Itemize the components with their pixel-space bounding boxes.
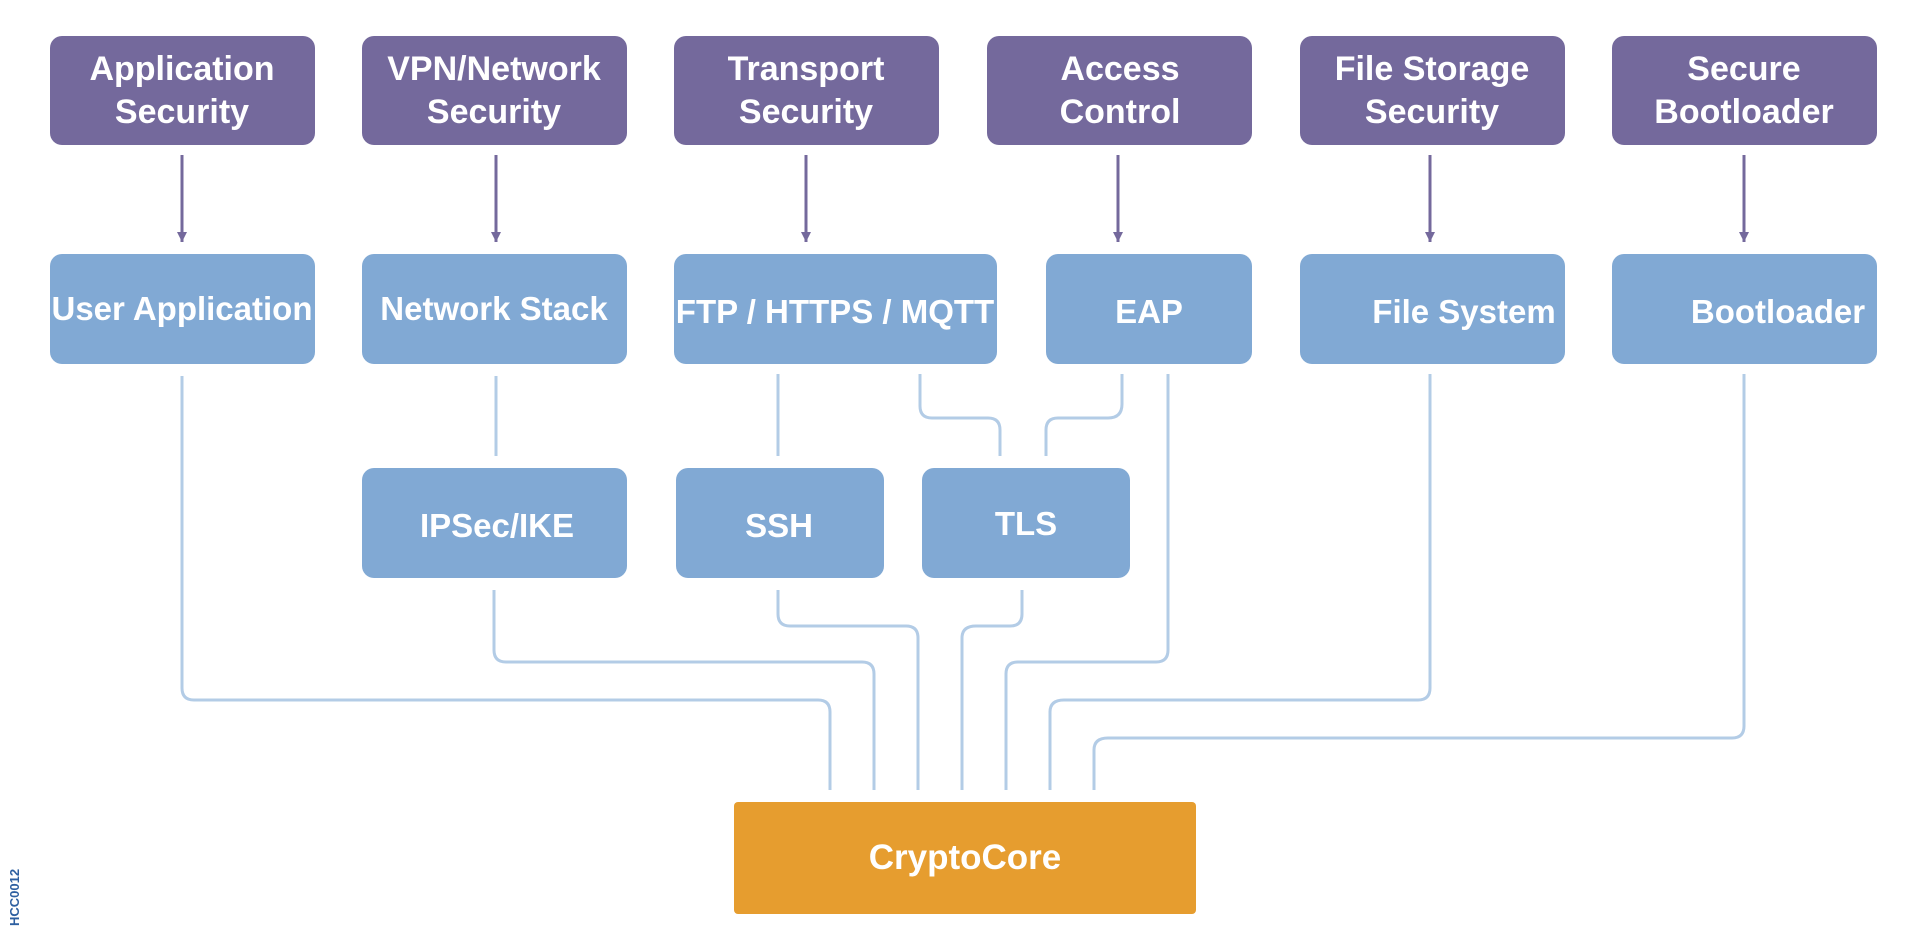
protocol-row: IPSec/IKE SSH TLS [362, 468, 1130, 578]
security-layer-file-storage-security: File Storage Security [1300, 36, 1565, 145]
security-layer-label: File Storage [1335, 50, 1530, 88]
security-layer-label: Secure [1687, 50, 1800, 88]
security-layer-label: Security [1365, 93, 1499, 131]
crypto-core-label: CryptoCore [869, 838, 1062, 877]
connector-user-application-to-core [180, 376, 832, 790]
document-code: HCC0012 [4, 866, 24, 926]
connector-eap-to-core [1004, 374, 1170, 790]
security-layer-secure-bootloader: Secure Bootloader [1612, 36, 1877, 145]
component-label: FTP / HTTPS / MQTT [676, 293, 994, 330]
security-layer-row: Application Security VPN/Network Securit… [50, 36, 1877, 145]
security-layer-label: Bootloader [1654, 93, 1833, 131]
security-layer-access-control: Access Control [987, 36, 1252, 145]
component-ssh: SSH [676, 468, 884, 578]
connector-lines [180, 374, 1746, 790]
connector-ftp-to-tls [918, 374, 1002, 456]
component-label: Bootloader [1691, 293, 1865, 330]
component-label: EAP [1115, 293, 1183, 330]
security-layer-label: Security [115, 93, 249, 131]
security-layer-label: Control [1060, 93, 1181, 131]
component-label: User Application [52, 290, 313, 327]
security-layer-transport-security: Transport Security [674, 36, 939, 145]
component-tls: TLS [922, 468, 1130, 578]
crypto-core: CryptoCore [734, 802, 1196, 914]
component-label: File System [1372, 293, 1555, 330]
connector-ssh-to-core [776, 590, 920, 790]
component-file-system: File System [1300, 254, 1565, 364]
component-label: SSH [745, 507, 813, 544]
connector-bootloader-to-core [1092, 374, 1746, 790]
document-code-text: HCC0012 [7, 869, 22, 926]
security-layer-label: Security [739, 93, 873, 131]
security-layer-vpn-network-security: VPN/Network Security [362, 36, 627, 145]
security-layer-label: Application [89, 50, 274, 88]
component-ipsec-ike: IPSec/IKE [362, 468, 627, 578]
connector-eap-to-tls [1044, 374, 1124, 456]
component-ftp-https-mqtt: FTP / HTTPS / MQTT [674, 254, 997, 364]
connector-tls-to-core [960, 590, 1024, 790]
component-user-application: User Application [50, 254, 315, 364]
component-label: IPSec/IKE [420, 507, 574, 544]
security-layer-label: Transport [728, 50, 885, 88]
connector-file-system-to-core [1048, 374, 1432, 790]
component-label: TLS [995, 505, 1057, 542]
security-layer-label: Security [427, 93, 561, 131]
component-network-stack: Network Stack [362, 254, 627, 364]
arrows [177, 155, 1749, 242]
connector-ipsec-to-core [492, 590, 876, 790]
security-layer-label: VPN/Network [387, 50, 601, 88]
component-eap: EAP [1046, 254, 1252, 364]
security-layer-label: Access [1060, 50, 1179, 88]
component-label: Network Stack [380, 290, 608, 327]
component-bootloader: Bootloader [1612, 254, 1877, 364]
component-row: User Application Network Stack FTP / HTT… [50, 254, 1877, 364]
security-layer-application-security: Application Security [50, 36, 315, 145]
